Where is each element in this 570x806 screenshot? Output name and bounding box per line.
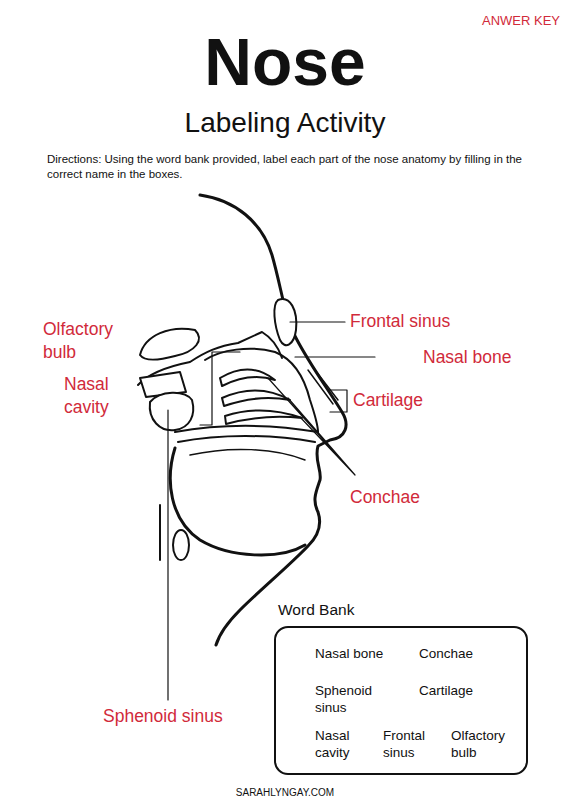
conchae-leaders <box>268 378 355 475</box>
cartilage-bracket <box>330 390 347 412</box>
word-bank-heading: Word Bank <box>278 600 418 620</box>
part-label: Cartilage <box>353 389 463 412</box>
tongue-line <box>190 449 305 460</box>
part-label: Olfactory bulb <box>43 318 143 364</box>
face-profile <box>200 195 346 645</box>
sphenoid-sinus-leader <box>167 410 168 700</box>
word-bank-term: Conchae <box>419 645 519 662</box>
nasal-bone-leader <box>295 356 375 357</box>
page-title: Nose <box>0 22 570 102</box>
word-bank-term: Nasal bone <box>315 645 415 662</box>
palate-lower <box>178 436 315 442</box>
nasal-cavity-bracket <box>200 352 240 425</box>
word-bank-term: Cartilage <box>419 682 519 699</box>
part-label: Sphenoid sinus <box>103 705 273 728</box>
oral-cavity <box>170 448 305 555</box>
palate-upper <box>175 426 318 432</box>
concha-middle <box>222 390 290 406</box>
cartilage-outline <box>308 366 338 404</box>
nasal-passage-outline <box>205 349 318 432</box>
sphenoid-sinus-shape <box>150 393 193 430</box>
throat-line <box>159 505 161 560</box>
word-bank-term: Sphenoid sinus <box>315 682 387 716</box>
word-bank-term: Nasal cavity <box>315 727 375 761</box>
part-label: Nasal cavity <box>64 373 144 419</box>
frontal-sinus-leader <box>290 321 345 322</box>
olfactory-bulb-shape <box>140 329 199 360</box>
directions-text: Directions: Using the word bank provided… <box>47 152 537 182</box>
throat-shape <box>173 530 189 560</box>
site-watermark: SARAHLYNGAY.COM <box>0 786 570 799</box>
part-label: Nasal bone <box>423 346 543 369</box>
part-label: Conchae <box>350 486 460 509</box>
word-bank-term: Olfactory bulb <box>451 727 517 761</box>
page-subtitle: Labeling Activity <box>0 106 570 140</box>
concha-upper <box>220 369 275 386</box>
answer-key-tag: ANWER KEY <box>440 12 560 29</box>
word-bank-box: Word BankNasal boneConchaeSphenoid sinus… <box>274 598 530 778</box>
concha-lower <box>225 410 302 424</box>
part-label: Frontal sinus <box>350 310 480 333</box>
word-bank-term: Frontal sinus <box>383 727 443 761</box>
